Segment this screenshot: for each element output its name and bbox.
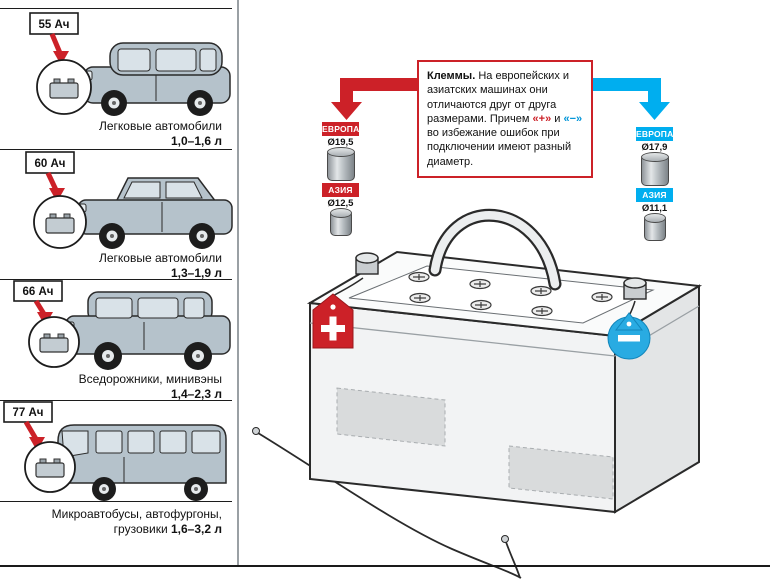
callout-text: и	[554, 112, 561, 125]
capacity-arrow	[23, 420, 39, 441]
hatchback-illustration: 55 Ач	[29, 12, 231, 116]
capacity-arrowhead	[53, 51, 69, 65]
suv-car	[65, 291, 231, 370]
engine-range: 1,6–3,2 л	[171, 522, 222, 536]
battery-body	[306, 250, 703, 514]
sedan-car	[77, 177, 233, 249]
capacity-label: 77 Ач	[13, 407, 44, 419]
engine-range: 1,0–1,6 л	[171, 134, 222, 148]
minus-icon	[618, 335, 640, 342]
wheel	[94, 342, 122, 370]
terminal-cylinder-icon	[329, 208, 352, 236]
wheel	[92, 477, 116, 501]
battery-scene	[252, 78, 703, 579]
terminal-cylinder-icon	[640, 152, 669, 186]
engine-range: 1,3–1,9 л	[171, 266, 222, 280]
suv-illustration: 66 Ач	[13, 280, 231, 370]
wheel	[187, 90, 213, 116]
engine-range: 1,4–2,3 л	[171, 387, 222, 401]
capacity-arrow	[33, 299, 47, 316]
europe-diameter: Ø17,9	[636, 141, 673, 154]
asia-diameter: Ø11,1	[636, 202, 673, 215]
battery-magnifier	[36, 59, 92, 115]
asia-label: АЗИЯ	[322, 183, 359, 197]
vertical-divider	[237, 0, 239, 565]
vehicle-name: Микроавтобусы, автофургоны,	[51, 507, 222, 521]
asia-label: АЗИЯ	[636, 188, 673, 202]
battery-label-patch	[336, 387, 446, 447]
wheel	[184, 477, 208, 501]
wheel	[184, 342, 212, 370]
vehicle-section-sedan: 60 Ач Легковые автомобили 1,3–1,9 л	[0, 149, 233, 281]
vehicle-name-2: грузовики	[113, 522, 168, 536]
vehicle-label: Легковые автомобили 1,0–1,6 л	[0, 119, 232, 149]
callout-title: Клеммы.	[427, 70, 476, 82]
hatchback-car	[83, 42, 231, 116]
terminal-cylinder-icon	[326, 147, 355, 181]
battery-label-patch	[508, 445, 614, 500]
minus-symbol: «−»	[563, 112, 583, 125]
positive-terminal-sizes: ЕВРОПА Ø19,5 АЗИЯ Ø12,5	[322, 122, 359, 238]
bottom-rule	[0, 565, 770, 567]
vehicle-section-hatchback: 55 Ач Легковые автомобили 1,0–1,6 л	[0, 8, 232, 149]
battery-panel: Клеммы. На европейских и азиатских машин…	[237, 0, 770, 579]
capacity-label: 66 Ач	[23, 286, 54, 298]
capacity-label: 60 Ач	[35, 158, 66, 170]
vehicle-label: Микроавтобусы, автофургоны, грузовики 1,…	[0, 507, 232, 537]
vehicle-name: Легковые автомобили	[98, 251, 222, 265]
callout-text: во избежание ошибок при подключении имею…	[427, 127, 572, 168]
positive-post	[355, 252, 379, 275]
ground-line	[0, 501, 232, 502]
europe-label: ЕВРОПА	[322, 122, 360, 136]
capacity-arrow	[49, 33, 63, 54]
terminal-cylinder-icon	[643, 213, 666, 241]
battery-magnifier	[33, 195, 87, 249]
callout-text: На европейских и азиатских машинах они о…	[427, 70, 570, 125]
plus-symbol: «+»	[532, 112, 552, 125]
battery-handle	[428, 208, 562, 291]
wheel	[189, 223, 215, 249]
sedan-illustration: 60 Ач	[25, 151, 233, 249]
wheel	[99, 223, 125, 249]
vehicle-label: Легковые автомобили 1,3–1,9 л	[0, 251, 232, 281]
plus-tag	[312, 277, 364, 349]
wheel	[101, 90, 127, 116]
van-car	[57, 424, 227, 501]
minus-tag	[607, 300, 651, 360]
negative-arrow	[592, 78, 670, 120]
vehicle-name: Вседорожники, минивэны	[78, 372, 222, 386]
negative-post	[623, 277, 647, 300]
van-illustration: 77 Ач	[3, 401, 227, 501]
capacity-arrow	[45, 171, 59, 192]
battery-magnifier	[28, 316, 80, 368]
battery-wires	[252, 427, 522, 579]
battery-magnifier	[24, 441, 76, 493]
terminals-callout: Клеммы. На европейских и азиатских машин…	[417, 60, 593, 179]
capacity-arrowhead	[49, 188, 65, 202]
europe-label: ЕВРОПА	[636, 127, 674, 141]
europe-diameter: Ø19,5	[322, 136, 359, 149]
vehicle-label: Вседорожники, минивэны 1,4–2,3 л	[0, 372, 232, 402]
vehicle-name: Легковые автомобили	[98, 119, 222, 133]
vehicle-capacity-panel: 55 Ач Легковые автомобили 1,0–1,6 л	[0, 8, 237, 561]
capacity-label: 55 Ач	[39, 19, 70, 31]
capacity-arrowhead	[29, 437, 45, 451]
positive-arrow	[331, 78, 417, 120]
cell-caps	[408, 271, 613, 317]
vehicle-section-suv: 66 Ач Вседорожники, минивэны 1,4–2,3 л	[0, 279, 232, 402]
vehicle-section-van: 77 Ач Микроавтобусы, автофургоны, грузов…	[0, 400, 232, 561]
asia-diameter: Ø12,5	[322, 197, 359, 210]
negative-terminal-sizes: ЕВРОПА Ø17,9 АЗИЯ Ø11,1	[636, 127, 673, 243]
